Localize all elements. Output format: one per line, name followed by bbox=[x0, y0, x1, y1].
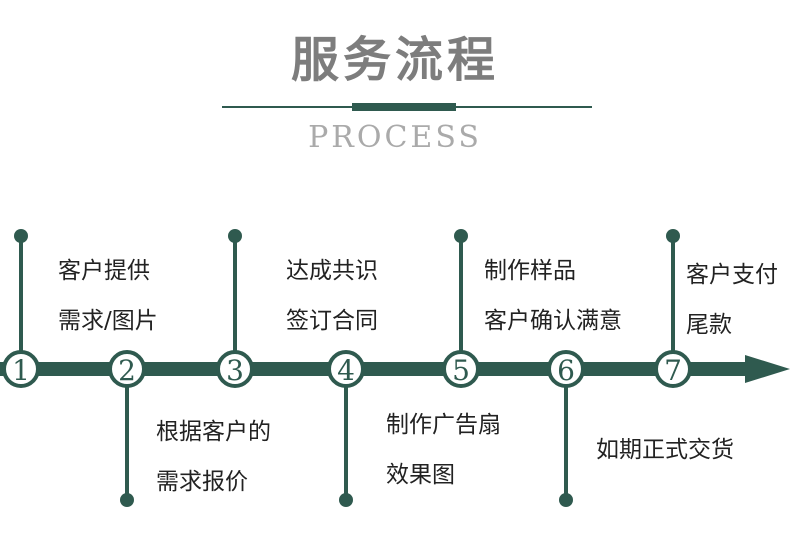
step-2-caption: 根据客户的 需求报价 bbox=[156, 415, 271, 515]
step-7-line-1: 客户支付 bbox=[686, 262, 778, 288]
step-5-circle bbox=[442, 350, 480, 388]
step-3-number: 3 bbox=[226, 354, 244, 387]
step-6-number: 6 bbox=[557, 354, 575, 387]
step-3-line-2: 签订合同 bbox=[286, 308, 378, 334]
step-5-caption: 制作样品 客户确认满意 bbox=[484, 254, 622, 354]
step-1-dot bbox=[14, 229, 28, 243]
page-title: 服务流程 bbox=[290, 32, 499, 88]
step-7-dot bbox=[666, 229, 680, 243]
step-5-line-1: 制作样品 bbox=[484, 258, 576, 284]
timeline-arrow-head bbox=[745, 355, 790, 383]
step-7-line-2: 尾款 bbox=[686, 312, 732, 338]
step-6-dot bbox=[559, 493, 573, 507]
step-4-circle bbox=[327, 350, 365, 388]
step-6-caption: 如期正式交货 bbox=[596, 433, 734, 483]
step-2-number: 2 bbox=[118, 354, 136, 387]
title-divider-thick bbox=[352, 103, 456, 111]
step-5-line-2: 客户确认满意 bbox=[484, 308, 622, 334]
step-5-number: 5 bbox=[452, 354, 470, 387]
step-4-number: 4 bbox=[337, 354, 355, 387]
step-4-line-1: 制作广告扇 bbox=[386, 412, 501, 438]
step-3-caption: 达成共识 签订合同 bbox=[286, 254, 378, 354]
step-4-dot bbox=[339, 493, 353, 507]
step-5-dot bbox=[454, 229, 468, 243]
step-6-circle bbox=[547, 350, 585, 388]
step-7-caption: 客户支付 尾款 bbox=[686, 258, 778, 358]
step-1-circle bbox=[2, 350, 40, 388]
step-4-caption: 制作广告扇 效果图 bbox=[386, 408, 501, 508]
step-1-number: 1 bbox=[12, 354, 30, 387]
page-subtitle: PROCESS bbox=[308, 120, 482, 155]
step-1-caption: 客户提供 需求/图片 bbox=[58, 254, 158, 354]
step-3-circle bbox=[216, 350, 254, 388]
step-7-circle bbox=[654, 350, 692, 388]
step-4-line-2: 效果图 bbox=[386, 462, 455, 488]
step-1-line-2: 需求/图片 bbox=[58, 308, 158, 334]
step-1-line-1: 客户提供 bbox=[58, 258, 150, 284]
step-2-line-1: 根据客户的 bbox=[156, 419, 271, 445]
step-2-line-2: 需求报价 bbox=[156, 469, 248, 495]
step-2-dot bbox=[120, 493, 134, 507]
step-7-number: 7 bbox=[664, 354, 682, 387]
step-3-dot bbox=[228, 229, 242, 243]
step-3-line-1: 达成共识 bbox=[286, 258, 378, 284]
step-2-circle bbox=[108, 350, 146, 388]
step-6-line-1: 如期正式交货 bbox=[596, 437, 734, 463]
